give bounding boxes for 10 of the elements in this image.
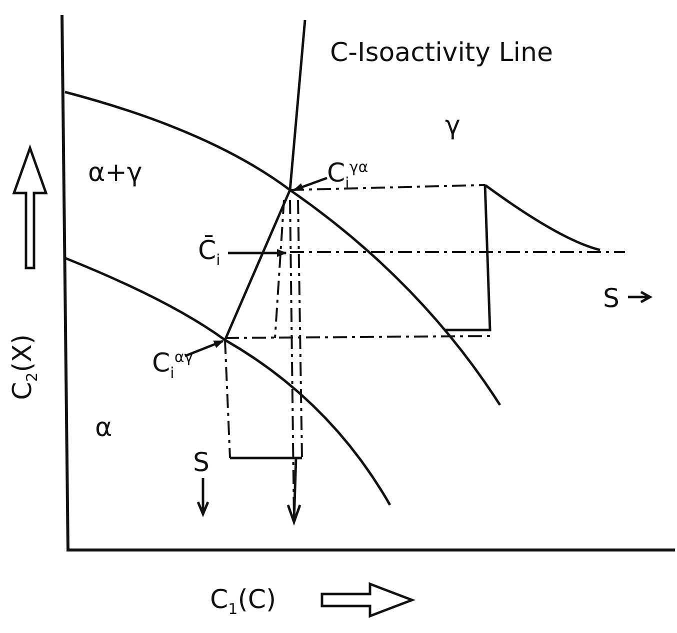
leader-line [184,340,224,358]
leader-line [293,176,328,192]
leader-line [228,249,287,257]
path-label: S [603,286,620,312]
region-label: γ [445,113,460,139]
axis-label: C$_{1}$(C) [210,587,276,618]
region-label: α [95,415,112,441]
path-label: S [193,450,210,476]
region-label: α+γ [88,160,142,186]
line-label: C-Isoactivity Line [330,40,553,66]
